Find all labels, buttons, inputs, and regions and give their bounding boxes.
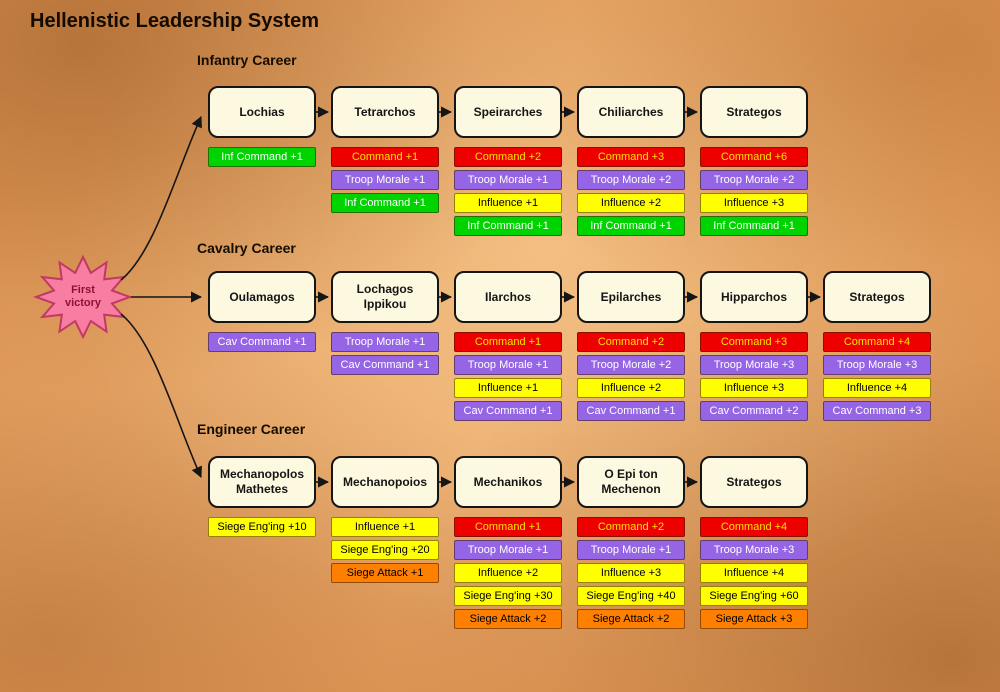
trait-badge: Influence +3	[700, 378, 808, 398]
rank-box: Mechanopolos Mathetes	[208, 456, 316, 508]
trait-badge: Command +1	[454, 332, 562, 352]
trait-badge: Command +2	[577, 517, 685, 537]
trait-badge: Troop Morale +1	[331, 170, 439, 190]
career-label-infantry: Infantry Career	[197, 52, 297, 68]
trait-badge: Command +6	[700, 147, 808, 167]
trait-badge: Troop Morale +1	[454, 170, 562, 190]
rank-box: Strategos	[700, 86, 808, 138]
rank-box: Speirarches	[454, 86, 562, 138]
trait-badge: Troop Morale +1	[454, 540, 562, 560]
trait-badge: Siege Eng'ing +20	[331, 540, 439, 560]
trait-badge: Inf Command +1	[454, 216, 562, 236]
trait-badge: Troop Morale +1	[454, 355, 562, 375]
trait-badge: Inf Command +1	[577, 216, 685, 236]
trait-badge: Influence +1	[454, 378, 562, 398]
trait-badge: Cav Command +2	[700, 401, 808, 421]
trait-badge: Command +4	[700, 517, 808, 537]
trait-badge: Inf Command +1	[208, 147, 316, 167]
trait-badge: Inf Command +1	[331, 193, 439, 213]
trait-badge: Cav Command +1	[331, 355, 439, 375]
trait-badge: Cav Command +1	[454, 401, 562, 421]
trait-badge: Troop Morale +3	[700, 355, 808, 375]
trait-badge: Troop Morale +3	[700, 540, 808, 560]
trait-badge: Siege Attack +2	[577, 609, 685, 629]
trait-badge: Command +2	[577, 332, 685, 352]
trait-badge: Influence +2	[577, 378, 685, 398]
trait-badge: Troop Morale +1	[331, 332, 439, 352]
rank-box: Lochagos Ippikou	[331, 271, 439, 323]
start-node-label-line2: victory	[64, 297, 102, 310]
trait-badge: Influence +2	[454, 563, 562, 583]
start-connector-curve	[120, 313, 202, 479]
trait-badge: Influence +1	[331, 517, 439, 537]
trait-badge: Command +4	[823, 332, 931, 352]
rank-box: Epilarches	[577, 271, 685, 323]
trait-badge: Cav Command +1	[208, 332, 316, 352]
trait-badge: Cav Command +3	[823, 401, 931, 421]
rank-box: Mechanopoios	[331, 456, 439, 508]
trait-badge: Command +2	[454, 147, 562, 167]
start-node-label-line1: First	[71, 284, 95, 296]
trait-badge: Command +3	[577, 147, 685, 167]
rank-box: Ilarchos	[454, 271, 562, 323]
trait-badge: Cav Command +1	[577, 401, 685, 421]
start-connector-curve	[120, 115, 202, 281]
rank-box: O Epi ton Mechenon	[577, 456, 685, 508]
rank-box: Mechanikos	[454, 456, 562, 508]
rank-box: Oulamagos	[208, 271, 316, 323]
starburst-shape	[33, 254, 133, 340]
trait-badge: Siege Eng'ing +60	[700, 586, 808, 606]
trait-badge: Influence +4	[700, 563, 808, 583]
rank-box: Strategos	[700, 456, 808, 508]
trait-badge: Siege Attack +1	[331, 563, 439, 583]
career-label-engineer: Engineer Career	[197, 421, 306, 437]
trait-badge: Command +3	[700, 332, 808, 352]
start-node-label: First victory	[40, 284, 126, 310]
career-label-cavalry: Cavalry Career	[197, 240, 296, 256]
rank-box: Tetrarchos	[331, 86, 439, 138]
trait-badge: Siege Eng'ing +30	[454, 586, 562, 606]
trait-badge: Troop Morale +2	[700, 170, 808, 190]
trait-badge: Troop Morale +2	[577, 170, 685, 190]
trait-badge: Troop Morale +3	[823, 355, 931, 375]
trait-badge: Troop Morale +2	[577, 355, 685, 375]
trait-badge: Influence +3	[577, 563, 685, 583]
trait-badge: Influence +4	[823, 378, 931, 398]
trait-badge: Command +1	[454, 517, 562, 537]
trait-badge: Influence +3	[700, 193, 808, 213]
trait-badge: Influence +1	[454, 193, 562, 213]
rank-box: Strategos	[823, 271, 931, 323]
trait-badge: Siege Eng'ing +10	[208, 517, 316, 537]
rank-box: Lochias	[208, 86, 316, 138]
trait-badge: Siege Attack +2	[454, 609, 562, 629]
trait-badge: Influence +2	[577, 193, 685, 213]
trait-badge: Troop Morale +1	[577, 540, 685, 560]
trait-badge: Command +1	[331, 147, 439, 167]
rank-box: Hipparchos	[700, 271, 808, 323]
trait-badge: Inf Command +1	[700, 216, 808, 236]
rank-box: Chiliarches	[577, 86, 685, 138]
trait-badge: Siege Eng'ing +40	[577, 586, 685, 606]
trait-badge: Siege Attack +3	[700, 609, 808, 629]
page-title: Hellenistic Leadership System	[30, 10, 320, 32]
